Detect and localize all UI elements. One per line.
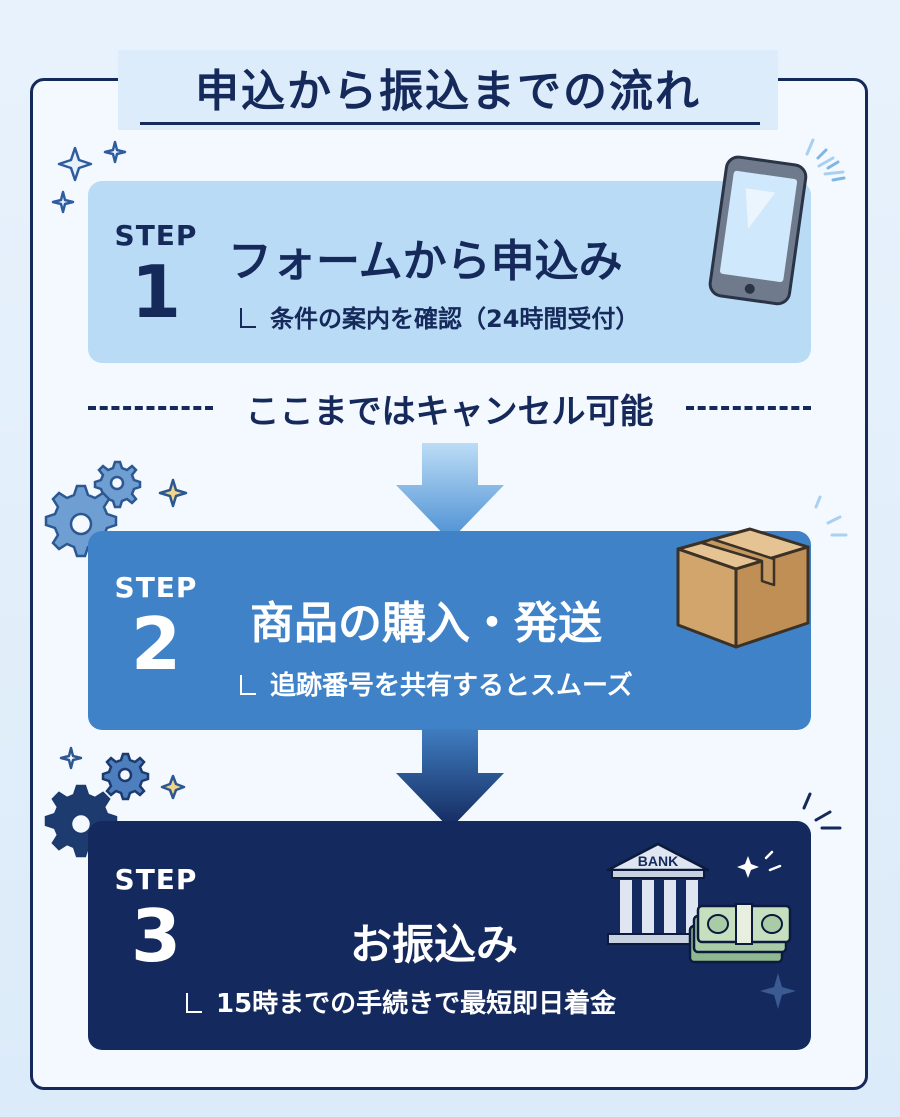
bank-sign: BANK bbox=[638, 853, 678, 869]
sparkle-icon bbox=[802, 792, 842, 830]
step-number: 2 bbox=[130, 602, 182, 686]
box-icon bbox=[676, 495, 848, 649]
step-word: STEP bbox=[114, 571, 198, 604]
step-2-subtitle-text: 追跡番号を共有するとスムーズ bbox=[270, 671, 633, 701]
step-1-subtitle-text: 条件の案内を確認（24時間受付） bbox=[270, 305, 640, 333]
sparkle-icon bbox=[760, 973, 796, 1009]
corner-bracket-icon bbox=[240, 675, 256, 695]
down-arrow-icon bbox=[396, 729, 504, 829]
step-2-label: STEP 2 bbox=[106, 571, 206, 680]
step-2-subtitle: 追跡番号を共有するとスムーズ bbox=[240, 665, 633, 702]
page-title: 申込から振込までの流れ bbox=[195, 66, 701, 117]
smartphone-icon bbox=[708, 148, 846, 306]
dashed-divider bbox=[88, 406, 213, 410]
step-1-title: フォームから申込み bbox=[228, 236, 623, 287]
cash-icon bbox=[688, 903, 792, 964]
corner-bracket-icon bbox=[240, 308, 256, 328]
cancel-note-row: ここまではキャンセル可能 bbox=[88, 383, 811, 433]
step-number: 1 bbox=[130, 250, 182, 334]
title-banner: 申込から振込までの流れ bbox=[118, 50, 778, 130]
sparkle-icon bbox=[805, 138, 845, 176]
step-word: STEP bbox=[114, 863, 198, 896]
step-3-subtitle: 15時までの手続きで最短即日着金 bbox=[186, 983, 616, 1020]
corner-bracket-icon bbox=[186, 993, 202, 1013]
step-3-title: お振込み bbox=[350, 920, 519, 969]
step-1-card: STEP 1 フォームから申込み 条件の案内を確認（24時間受付） bbox=[88, 181, 811, 363]
step-1-subtitle: 条件の案内を確認（24時間受付） bbox=[240, 299, 639, 334]
bank-icon: BANK bbox=[606, 842, 792, 964]
step-1-label: STEP 1 bbox=[106, 219, 206, 328]
step-2-title: 商品の購入・発送 bbox=[250, 598, 602, 649]
step-number: 3 bbox=[130, 894, 182, 978]
step-3-subtitle-text: 15時までの手続きで最短即日着金 bbox=[216, 989, 617, 1019]
step-word: STEP bbox=[114, 219, 198, 252]
dashed-divider bbox=[686, 406, 811, 410]
cancel-note: ここまではキャンセル可能 bbox=[245, 391, 654, 432]
title-underline bbox=[140, 122, 760, 125]
step-3-label: STEP 3 bbox=[106, 863, 206, 972]
down-arrow-icon bbox=[396, 443, 504, 541]
sparkle-icon bbox=[51, 140, 127, 214]
